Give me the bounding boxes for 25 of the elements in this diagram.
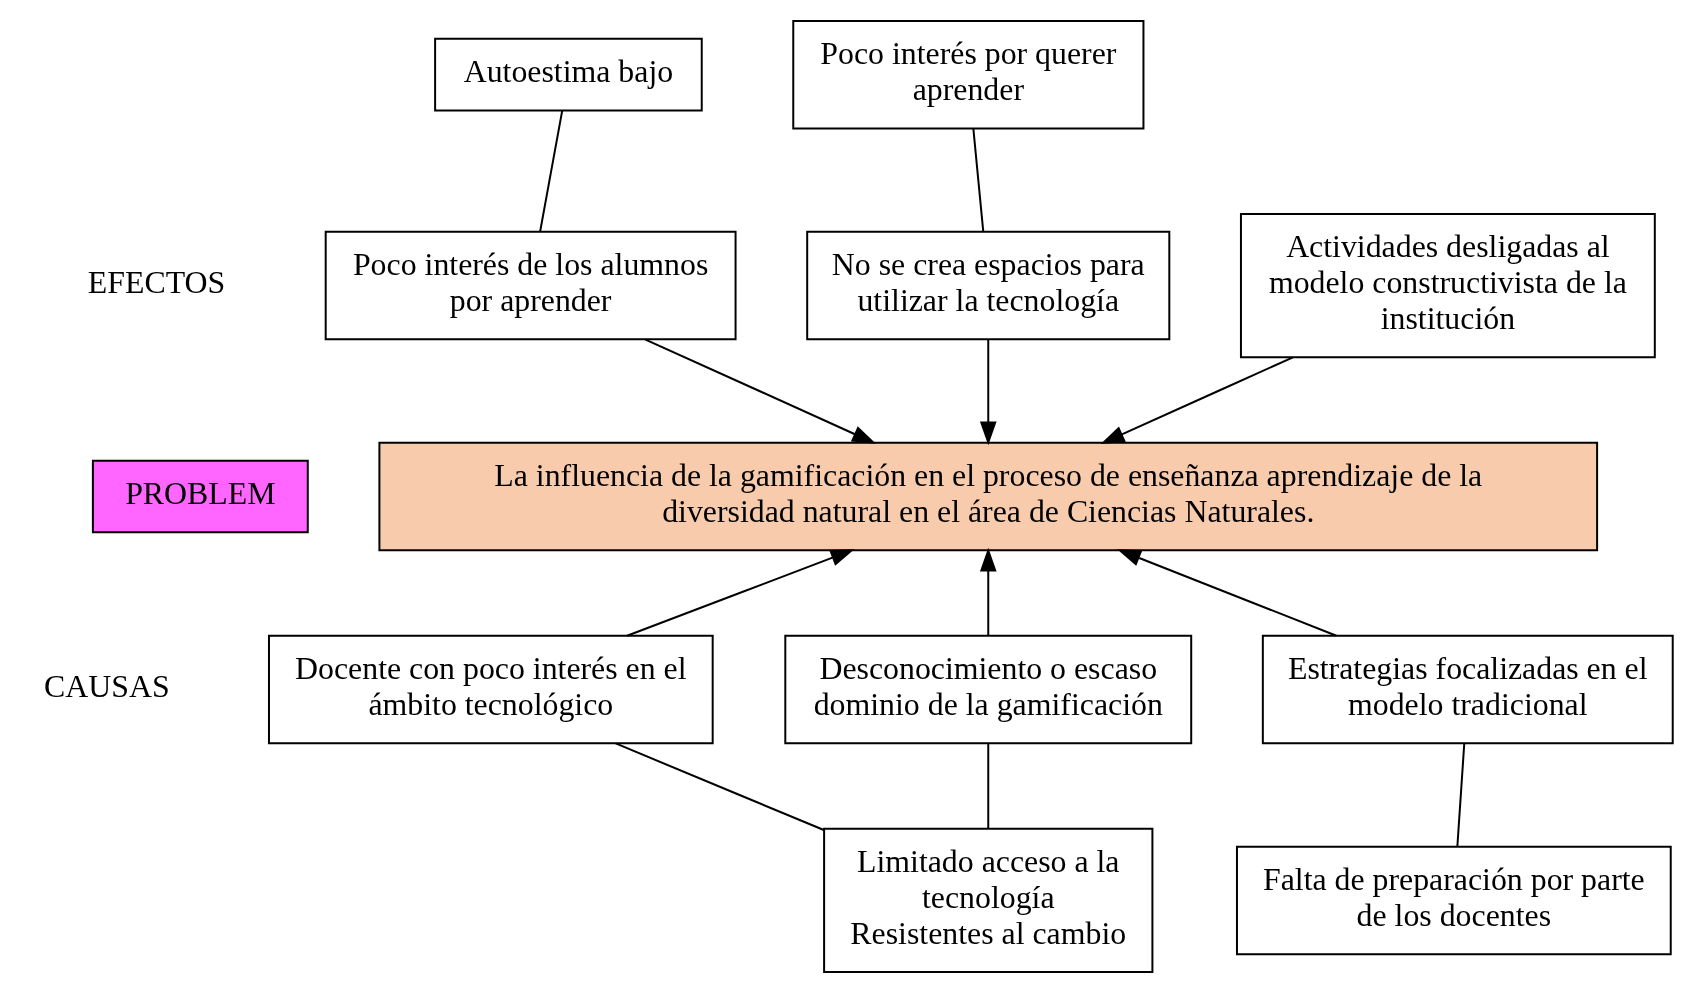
node-box: La influencia de la gamificación en el proceso de enseñanza aprendizaje de la diversidad natural en el área de Ciencias Naturales.: [378, 441, 1599, 552]
arrow: [979, 547, 997, 637]
node-box: Poco interés de los alumnos por aprender: [324, 230, 737, 341]
label: EFECTOS: [87, 265, 226, 301]
node-box: Limitado acceso a la tecnología Resistentes al cambio: [823, 827, 1154, 974]
arrow: [626, 549, 855, 637]
arrow: [644, 338, 877, 444]
node-box: Actividades desligadas al modelo constructivista de la institución: [1239, 212, 1656, 359]
node-box: Docente con poco interés en el ámbito tecnológico: [268, 634, 714, 745]
node-box: PROBLEM: [91, 459, 309, 534]
label: CAUSAS: [44, 669, 170, 705]
node-box: No se crea espacios para utilizar la tecnología: [806, 230, 1171, 341]
arrow: [979, 338, 997, 446]
connector: [987, 742, 990, 830]
connector: [972, 127, 985, 233]
node-box: Poco interés por querer aprender: [792, 19, 1145, 130]
node-box: Falta de preparación por parte de los docentes: [1235, 845, 1672, 956]
node-box: Autoestima bajo: [434, 37, 703, 112]
connector: [539, 109, 564, 233]
arrow: [1100, 356, 1294, 444]
connector: [614, 742, 825, 831]
arrow: [1117, 549, 1338, 637]
node-box: Estrategias focalizadas en el modelo tradicional: [1261, 634, 1674, 745]
connector: [1456, 742, 1466, 848]
node-box: Desconocimiento o escaso dominio de la gamificación: [784, 634, 1193, 745]
